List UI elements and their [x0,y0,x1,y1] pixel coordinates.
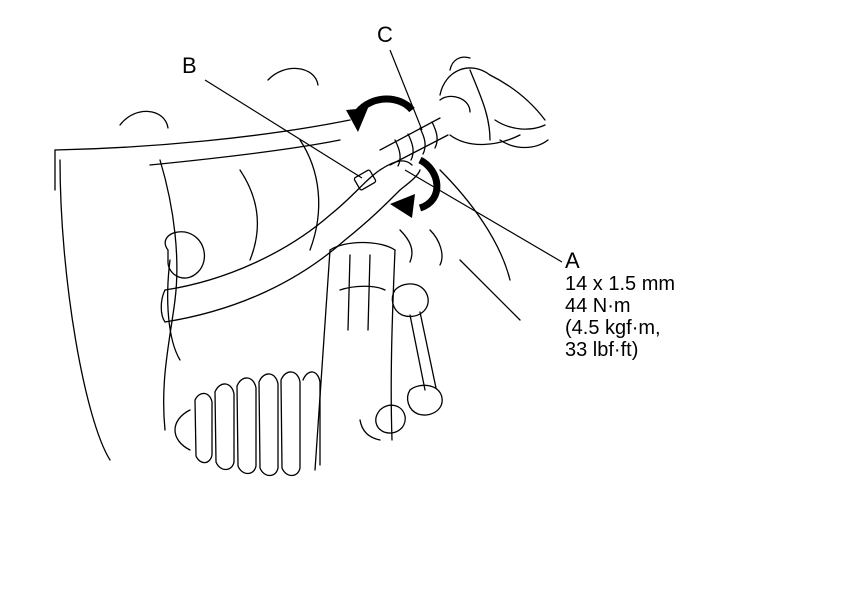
curved-arrow-clockwise-icon [390,156,441,218]
spec-size: 14 x 1.5 mm [565,273,676,295]
callout-a: A [565,248,580,273]
leader-line-c [389,49,423,131]
steering-boot [174,371,321,477]
stabilizer-link [359,283,443,441]
cv-boot [439,56,549,149]
curved-arrow-counterclockwise-icon [346,95,415,132]
control-arm [160,160,421,323]
frame-lines [399,169,521,321]
axle-shaft [379,95,471,167]
spec-torque-nm: 44 N·m [565,295,631,317]
spec-torque-kgf: (4.5 kgf·m, [565,317,661,339]
spec-torque-lbf: 33 lbf·ft) [565,339,639,361]
callout-b: B [182,53,197,78]
background-panel [54,67,351,461]
callout-c: C [377,22,393,47]
torque-spec: 14 x 1.5 mm 44 N·m (4.5 kgf·m, 33 lbf·ft… [565,273,675,361]
strut [314,241,396,471]
knuckle-outline [159,139,320,431]
leader-line-b [204,79,363,179]
leader-line-a [404,169,563,263]
